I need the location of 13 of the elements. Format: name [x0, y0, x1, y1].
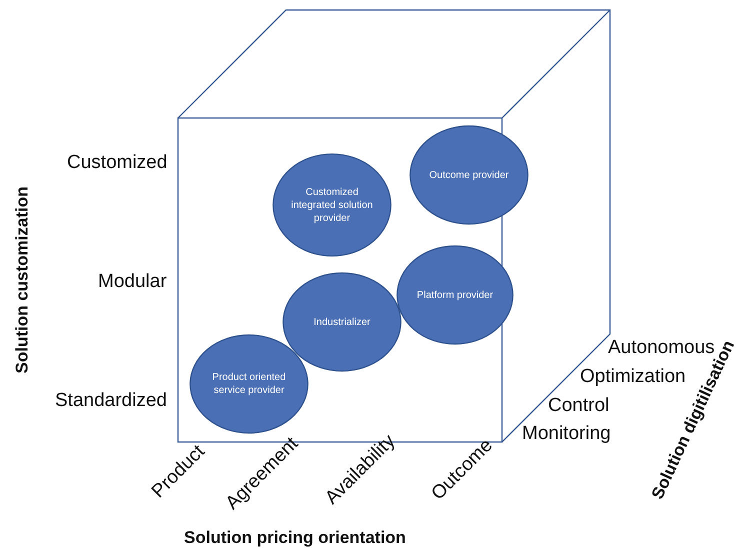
axis-tick-label: Customized: [67, 152, 168, 174]
axis-tick-label: Standardized: [55, 390, 167, 412]
axis-tick-label: Monitoring: [522, 423, 611, 445]
axis-title: Solution customization: [12, 186, 32, 374]
ellipse-node: Customized integrated solution provider: [272, 153, 392, 257]
ellipse-node: Industrializer: [282, 272, 402, 372]
ellipse-node: Outcome provider: [409, 125, 529, 225]
ellipse-node: Product oriented service provider: [189, 334, 309, 434]
axis-title: Solution pricing orientation: [184, 528, 406, 548]
ellipse-node: Platform provider: [396, 245, 514, 345]
axis-tick-label: Optimization: [580, 366, 686, 387]
axis-tick-label: Control: [548, 395, 610, 417]
axis-tick-label: Modular: [98, 271, 167, 293]
